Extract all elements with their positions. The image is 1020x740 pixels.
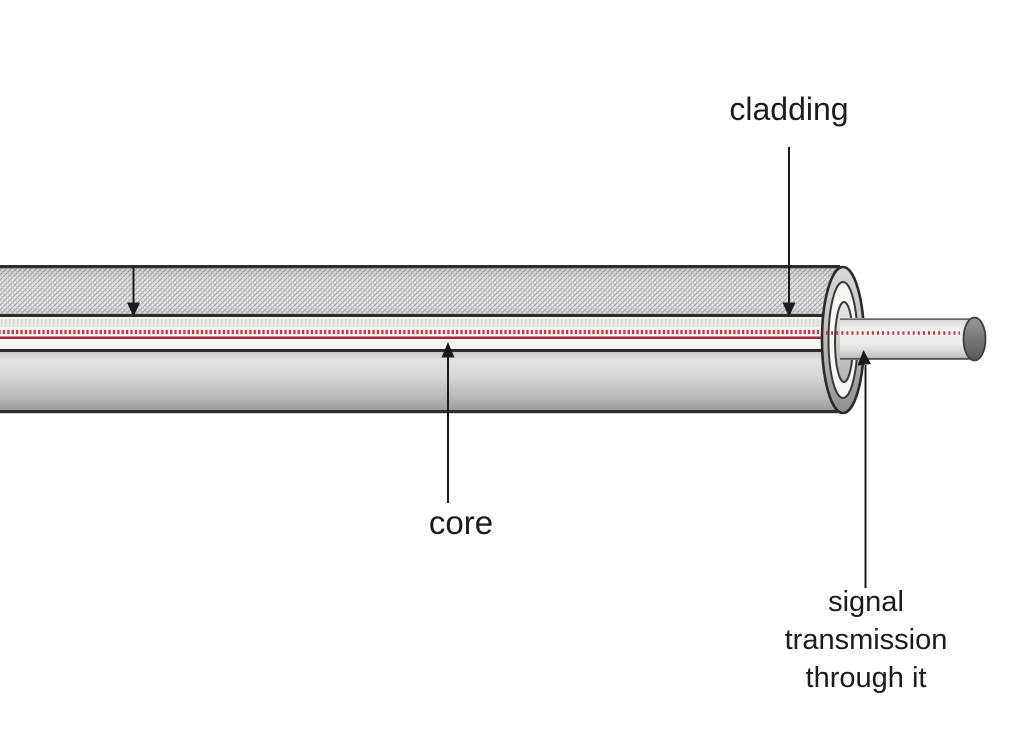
core-arrow — [441, 342, 455, 503]
cladding-arrow — [782, 147, 796, 317]
signal-label-line-3: through it — [805, 662, 927, 694]
cladding-label: cladding — [729, 91, 849, 127]
core-stub — [826, 316, 987, 362]
core-label: core — [428, 504, 494, 541]
signal-label-line-1: signal — [828, 586, 904, 618]
core-strip — [0, 317, 836, 350]
unlabeled-arrow — [127, 267, 140, 317]
signal-transmission-label: signal transmission through it — [785, 583, 948, 697]
signal-arrow — [857, 350, 871, 588]
cladding-band — [0, 265, 840, 317]
signal-solid-line — [0, 336, 824, 339]
core-stub-end-cap — [962, 316, 987, 362]
signal-label-line-2: transmission — [784, 624, 948, 656]
cable-lower-body — [0, 349, 842, 414]
